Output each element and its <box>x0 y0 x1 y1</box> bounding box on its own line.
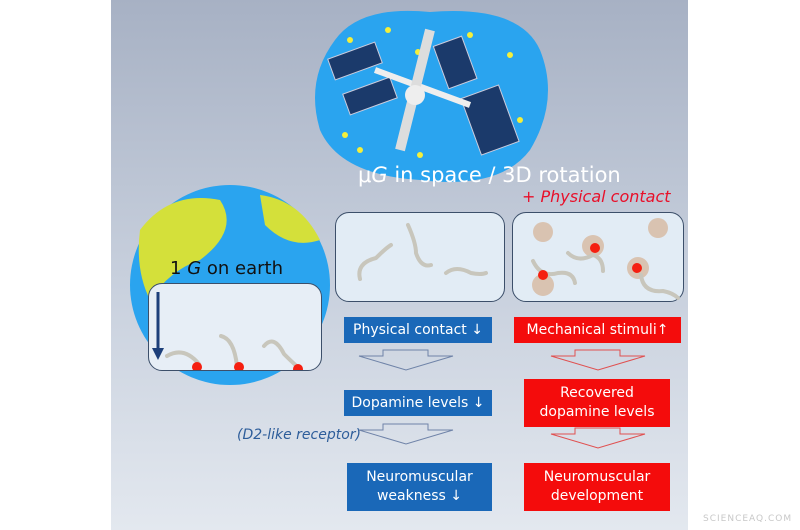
flow-arrows <box>358 349 646 449</box>
g-symbol: G <box>371 163 388 187</box>
earth-title-prefix: 1 <box>170 258 188 279</box>
mu-symbol: μ <box>358 163 372 187</box>
gravity-well <box>148 283 322 374</box>
space-station-icon <box>327 28 520 156</box>
box-line: Recovered <box>560 385 634 401</box>
box-line: Neuromuscular <box>543 469 651 485</box>
box-line: dopamine levels <box>539 404 655 420</box>
space-title-rest: in space / 3D rotation <box>387 163 621 187</box>
space-title: μG in space / 3D rotation <box>358 163 621 187</box>
star-icons <box>342 27 523 158</box>
watermark: SCIENCEAQ.COM <box>703 514 793 524</box>
recovered-dopamine-box: Recovered dopamine levels <box>524 379 670 427</box>
dopamine-levels-box: Dopamine levels ↓ <box>344 390 492 416</box>
receptor-label: (D2-like receptor) <box>237 427 361 443</box>
contact-title: + Physical contact <box>522 187 671 206</box>
earth-title: 1 G on earth <box>170 258 283 279</box>
g-symbol: G <box>187 258 202 279</box>
neuromuscular-development-box: Neuromuscular development <box>524 463 670 511</box>
microgravity-well <box>335 212 505 302</box>
box-line: weakness ↓ <box>376 488 462 504</box>
earth-title-rest: on earth <box>201 258 283 279</box>
physical-contact-box: Physical contact ↓ <box>344 317 492 343</box>
box-line: development <box>550 488 644 504</box>
neuromuscular-weakness-box: Neuromuscular weakness ↓ <box>347 463 492 511</box>
worm-bead-icons <box>531 218 680 300</box>
worm-icons <box>357 223 488 281</box>
gravity-worm-icons <box>152 292 303 374</box>
contact-well <box>512 212 684 302</box>
mechanical-stimuli-box: Mechanical stimuli↑ <box>514 317 681 343</box>
box-line: Neuromuscular <box>366 469 473 485</box>
